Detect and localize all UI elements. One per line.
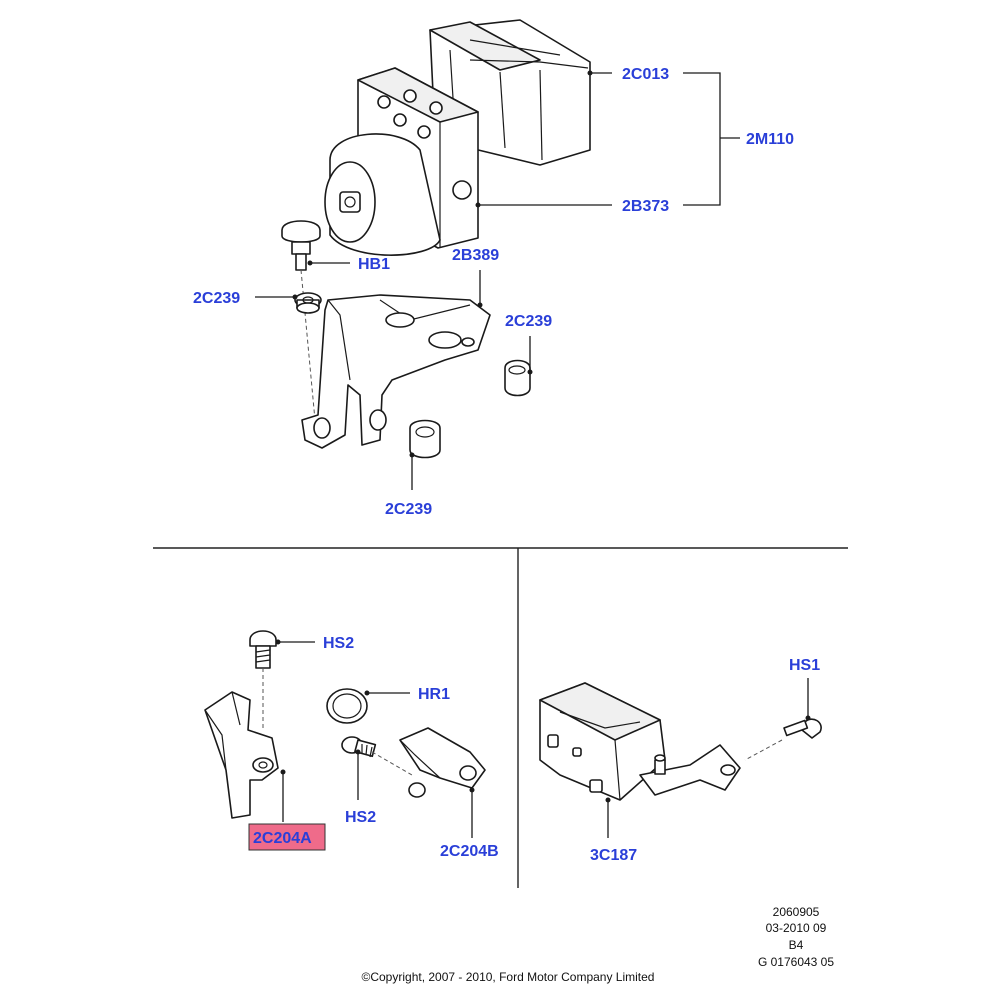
label-2c239-bottom: 2C239 xyxy=(385,501,432,518)
label-2c204a[interactable]: 2C204A xyxy=(253,830,312,847)
label-hb1: HB1 xyxy=(358,256,390,273)
grommet-left xyxy=(294,292,322,314)
sensor-2c204b xyxy=(371,727,486,798)
grommet-right xyxy=(504,359,531,397)
label-2c239-right: 2C239 xyxy=(505,313,552,330)
bolt-hb1 xyxy=(281,220,321,421)
label-hs2-bottom: HS2 xyxy=(345,809,376,826)
label-hs1: HS1 xyxy=(789,657,820,674)
grommet-bottom xyxy=(409,419,441,459)
yaw-module-3c187 xyxy=(539,682,741,801)
abs-hydraulic-unit xyxy=(324,19,591,256)
screw-hs1 xyxy=(744,718,822,761)
screw-hs2-bottom xyxy=(341,736,377,758)
label-hs2-top: HS2 xyxy=(323,635,354,652)
o-ring-hr1 xyxy=(326,688,368,724)
meta-line-3: B4 xyxy=(789,938,804,952)
meta-line-2: 03-2010 09 xyxy=(766,921,827,935)
bottom-right-leaders xyxy=(605,678,811,838)
label-2m110: 2M110 xyxy=(746,131,794,148)
label-hr1: HR1 xyxy=(418,686,450,703)
label-2c204b: 2C204B xyxy=(440,843,499,860)
copyright-notice: ©Copyright, 2007 - 2010, Ford Motor Comp… xyxy=(362,970,655,984)
screw-hs2-top xyxy=(249,630,277,730)
label-3c187: 3C187 xyxy=(590,847,637,864)
label-2c239-left: 2C239 xyxy=(193,290,240,307)
bracket-2b389 xyxy=(301,294,491,449)
label-2b373: 2B373 xyxy=(622,198,669,215)
label-2c013: 2C013 xyxy=(622,66,669,83)
bottom-left-leaders xyxy=(275,639,475,838)
sensor-2c204a xyxy=(204,691,279,819)
meta-line-1: 2060905 xyxy=(773,905,820,919)
label-2b389: 2B389 xyxy=(452,247,499,264)
top-leaders xyxy=(255,70,740,490)
highlight-2c204a xyxy=(248,823,326,851)
pump-motor-2b373 xyxy=(324,133,441,256)
meta-line-4: G 0176043 05 xyxy=(758,955,834,969)
